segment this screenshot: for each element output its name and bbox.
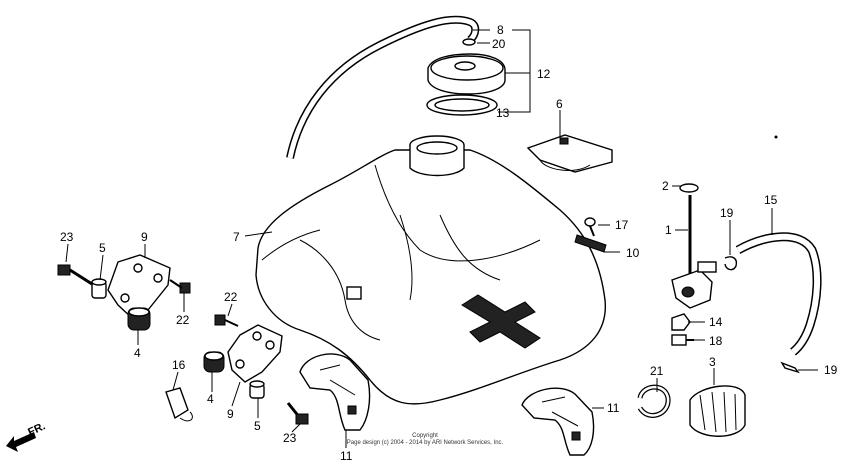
clip-16[interactable]: [165, 387, 193, 422]
copyright-line-2: Page design (c) 2004 - 2014 by ARI Netwo…: [347, 440, 504, 446]
front-direction-indicator: FR.: [6, 420, 47, 452]
band-21[interactable]: [637, 384, 671, 418]
callout-22-left: 22: [224, 290, 238, 304]
callout-3: 3: [709, 355, 716, 369]
callout-19-upper: 19: [720, 206, 734, 220]
callout-15: 15: [764, 193, 778, 207]
hose-clip-19-lower[interactable]: [780, 361, 800, 374]
collar-5-upper[interactable]: [91, 278, 107, 299]
cap-washer[interactable]: [462, 38, 476, 46]
callout-23-upper: 23: [60, 230, 74, 244]
direction-label: FR.: [26, 420, 47, 438]
callout-11-right: 11: [607, 401, 620, 415]
tank-bracket-6[interactable]: [526, 134, 613, 173]
callout-numbers: 8 20 12 13 6 7 2 1 19 15 17 10 14 18 3 2…: [60, 23, 838, 463]
rubber-4-upper[interactable]: [127, 307, 151, 331]
rubber-4-lower[interactable]: [203, 351, 225, 373]
bolt-23-lower[interactable]: [286, 402, 309, 425]
guard-3[interactable]: [689, 385, 746, 437]
copyright-line-1: Copyright: [412, 433, 438, 439]
plate-9-upper[interactable]: [107, 254, 171, 319]
callout-23-lower: 23: [283, 431, 297, 445]
collar-5-lower[interactable]: [249, 380, 265, 399]
callout-10: 10: [626, 246, 640, 260]
nut-14[interactable]: [671, 313, 691, 331]
callout-9-lower: 9: [227, 407, 234, 421]
callout-16: 16: [172, 358, 186, 372]
callout-20: 20: [492, 37, 506, 51]
breather-hose[interactable]: [286, 15, 480, 159]
callout-14: 14: [709, 315, 723, 329]
fuel-tank[interactable]: [255, 135, 606, 405]
screw-17[interactable]: [584, 217, 596, 237]
callout-18: 18: [709, 334, 723, 348]
callout-5-upper: 5: [99, 241, 106, 255]
copyright-notice: Copyright Page design (c) 2004 - 2014 by…: [347, 433, 504, 446]
callout-7: 7: [233, 230, 240, 244]
bolt-23-upper[interactable]: [57, 264, 93, 286]
holder-11-left[interactable]: [299, 353, 371, 431]
holder-11-right[interactable]: [521, 387, 595, 456]
fuel-hose[interactable]: [735, 232, 822, 356]
bolt-22-lower[interactable]: [214, 314, 239, 327]
arrow-icon: [6, 432, 36, 452]
dot-mark: [774, 135, 778, 139]
callout-19-lower: 19: [824, 363, 838, 377]
callout-21: 21: [650, 364, 664, 378]
callout-9-upper: 9: [141, 230, 148, 244]
leader-lines: [65, 29, 818, 448]
callout-8: 8: [497, 23, 504, 37]
callout-4-upper: 4: [134, 346, 141, 360]
callout-4-lower: 4: [207, 392, 214, 406]
hose-clip-19-upper[interactable]: [724, 256, 738, 271]
callout-17: 17: [615, 218, 629, 232]
callout-6: 6: [556, 97, 563, 111]
bolt-22-upper[interactable]: [169, 279, 191, 294]
callout-12: 12: [537, 67, 551, 81]
callout-22-right: 22: [176, 313, 190, 327]
plate-9-lower[interactable]: [227, 324, 283, 383]
callout-13: 13: [496, 106, 510, 120]
callout-1: 1: [665, 223, 672, 237]
callout-2: 2: [662, 179, 669, 193]
callout-11-left: 11: [340, 449, 353, 463]
cap-gasket[interactable]: [426, 94, 498, 116]
fuel-cap[interactable]: [427, 53, 506, 95]
callout-5-lower: 5: [254, 419, 261, 433]
fuel-valve[interactable]: [671, 183, 717, 309]
